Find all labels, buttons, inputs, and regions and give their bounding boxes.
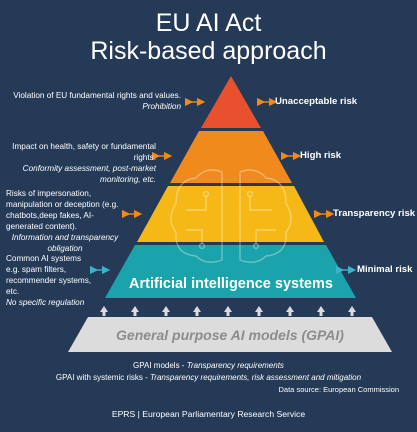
tier-transparency — [137, 186, 324, 242]
desc-transparency-detail: Information and transparency obligation — [11, 233, 119, 253]
gpai-note-2-prefix: GPAI with systemic risks - — [55, 373, 151, 382]
desc-minimal-text: Common AI systems e.g. spam filters, rec… — [6, 254, 92, 296]
desc-minimal-detail: No specific regulation — [6, 298, 85, 307]
desc-high-text: Impact on health, safety or fundamental … — [12, 142, 156, 162]
desc-high: Impact on health, safety or fundamental … — [8, 141, 156, 185]
risk-label-transparency: Transparency risk — [333, 208, 416, 219]
desc-transparency: Risks of impersonation, manipulation or … — [6, 188, 124, 254]
page-title: EU AI Act — [155, 9, 262, 37]
desc-transparency-text: Risks of impersonation, manipulation or … — [6, 189, 119, 231]
tier-minimal — [105, 245, 356, 298]
ai-brain-watermark — [170, 169, 292, 263]
gpai-note-1-prefix: GPAI models - — [133, 361, 187, 370]
desc-unacceptable-text: Violation of EU fundamental rights and v… — [13, 91, 181, 100]
desc-minimal: Common AI systems e.g. spam filters, rec… — [6, 253, 96, 308]
risk-label-minimal: Minimal risk — [357, 264, 413, 275]
gpai-note-2: GPAI with systemic risks - Transparency … — [0, 372, 417, 384]
gpai-up-arrows — [100, 306, 356, 316]
tier-unacceptable — [201, 76, 261, 128]
page-subtitle: Risk-based approach — [90, 37, 327, 65]
ai-systems-label: Artificial intelligence systems — [129, 276, 333, 292]
risk-label-unacceptable: Unacceptable risk — [275, 96, 358, 107]
gpai-note-1: GPAI models - Transparency requirements — [0, 360, 417, 372]
gpai-label: General purpose AI models (GPAI) — [116, 327, 344, 343]
tier-high — [170, 131, 292, 183]
gpai-base — [68, 317, 392, 352]
desc-high-detail: Conformity assessment, post-market monit… — [22, 164, 156, 184]
desc-unacceptable-detail: Prohibition — [142, 102, 181, 111]
footer: EPRS | European Parliamentary Research S… — [111, 409, 306, 419]
data-source: Data source: European Commission — [278, 385, 399, 394]
desc-unacceptable: Violation of EU fundamental rights and v… — [11, 90, 181, 112]
gpai-note-2-text: Transparency requirements, risk assessme… — [150, 373, 362, 382]
risk-label-high: High risk — [300, 150, 342, 161]
gpai-note-1-text: Transparency requirements — [186, 361, 284, 370]
